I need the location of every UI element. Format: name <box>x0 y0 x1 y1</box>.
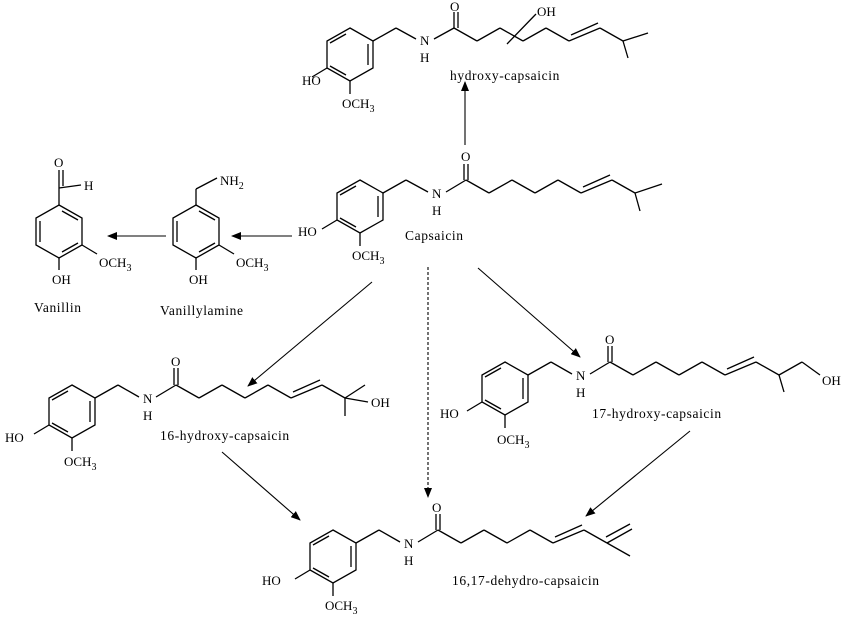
vanillylamine-bonds <box>172 177 235 270</box>
capsaicin-och3-label: OCH3 <box>352 248 384 267</box>
16-17-dehydro-capsaicin-h-label: H <box>404 553 413 568</box>
hydroxy-capsaicin-h-label: H <box>420 50 429 65</box>
arrow-capsaicin-to-16-hydroxy-capsaicin <box>247 281 373 387</box>
17-hydroxy-capsaicin-oh-label: OH <box>822 373 841 388</box>
vanillin-name: Vanillin <box>34 300 82 315</box>
hydroxy-capsaicin-n-label: N <box>420 33 430 48</box>
16-hydroxy-capsaicin-carbonyl-o-label: O <box>171 354 180 369</box>
hydroxy-capsaicin-name: hydroxy-capsaicin <box>450 68 560 83</box>
17-hydroxy-capsaicin-carbonyl-o-label: O <box>605 332 614 347</box>
17-hydroxy-capsaicin-n-label: N <box>576 368 586 383</box>
16-hydroxy-capsaicin-n-label: N <box>143 391 153 406</box>
16-hydroxy-capsaicin-structure: HO OCH3 N H O OH 16-hydroxy-capsaicin <box>5 354 390 473</box>
capsaicin-h-label: H <box>432 203 441 218</box>
17-hydroxy-capsaicin-bonds <box>466 346 821 428</box>
vanillylamine-och3-label: OCH3 <box>236 255 268 274</box>
vanillylamine-name: Vanillylamine <box>160 303 244 318</box>
vanillin-o-label: O <box>54 155 63 170</box>
capsaicin-bonds <box>321 164 663 246</box>
vanillylamine-structure: NH2 OCH3 OH Vanillylamine <box>160 173 268 318</box>
vanillin-bonds <box>35 170 98 270</box>
capsaicin-ho-label: HO <box>298 224 317 239</box>
vanillylamine-oh-label: OH <box>189 272 208 287</box>
17-hydroxy-capsaicin-och3-label: OCH3 <box>497 432 529 451</box>
arrow-16-hydroxy-to-16-17-dehydro-capsaicin <box>221 451 301 521</box>
arrow-capsaicin-to-17-hydroxy-capsaicin <box>477 267 581 358</box>
17-hydroxy-capsaicin-structure: HO OCH3 N H O OH 17-hydroxy-capsaicin <box>440 332 841 451</box>
16-hydroxy-capsaicin-bonds <box>33 368 369 451</box>
16-hydroxy-capsaicin-h-label: H <box>143 408 152 423</box>
17-hydroxy-capsaicin-name: 17-hydroxy-capsaicin <box>592 406 722 421</box>
vanillin-oh-label: OH <box>52 272 71 287</box>
16-17-dehydro-capsaicin-bonds <box>294 514 633 596</box>
capsaicin-carbonyl-o-label: O <box>461 149 470 164</box>
reaction-arrows <box>107 81 691 521</box>
hydroxy-capsaicin-carbonyl-o-label: O <box>450 0 459 14</box>
16-17-dehydro-capsaicin-n-label: N <box>404 536 414 551</box>
hydroxy-capsaicin-structure: HO OCH3 N H O OH hydroxy-capsaicin <box>302 0 649 115</box>
16-17-dehydro-capsaicin-name: 16,17-dehydro-capsaicin <box>452 573 600 588</box>
vanillin-h-label: H <box>84 178 93 193</box>
16-17-dehydro-capsaicin-carbonyl-o-label: O <box>432 500 441 515</box>
capsaicin-n-label: N <box>432 186 442 201</box>
vanillin-structure: O H OCH3 OH Vanillin <box>34 155 131 315</box>
hydroxy-capsaicin-oh-label: OH <box>537 4 556 19</box>
hydroxy-capsaicin-bonds <box>311 12 649 94</box>
17-hydroxy-capsaicin-ho-label: HO <box>440 406 459 421</box>
capsaicin-structure: HO OCH3 N H O Capsaicin <box>298 149 663 267</box>
16-17-dehydro-capsaicin-ho-label: HO <box>262 573 281 588</box>
hydroxy-capsaicin-och3-label: OCH3 <box>342 96 374 115</box>
16-hydroxy-capsaicin-oh-label: OH <box>371 395 390 410</box>
vanillylamine-nh2-label: NH2 <box>220 173 244 192</box>
arrow-17-hydroxy-to-16-17-dehydro-capsaicin <box>585 430 691 517</box>
capsaicin-name: Capsaicin <box>405 228 464 243</box>
16-17-dehydro-capsaicin-structure: HO OCH3 N H O 16,17-dehydro-capsaicin <box>262 500 633 617</box>
16-hydroxy-capsaicin-ho-label: HO <box>5 430 24 445</box>
16-17-dehydro-capsaicin-och3-label: OCH3 <box>325 598 357 617</box>
vanillin-och3-label: OCH3 <box>99 255 131 274</box>
16-hydroxy-capsaicin-name: 16-hydroxy-capsaicin <box>160 428 290 443</box>
17-hydroxy-capsaicin-h-label: H <box>576 385 585 400</box>
16-hydroxy-capsaicin-och3-label: OCH3 <box>64 454 96 473</box>
hydroxy-capsaicin-ho-label: HO <box>302 73 321 88</box>
